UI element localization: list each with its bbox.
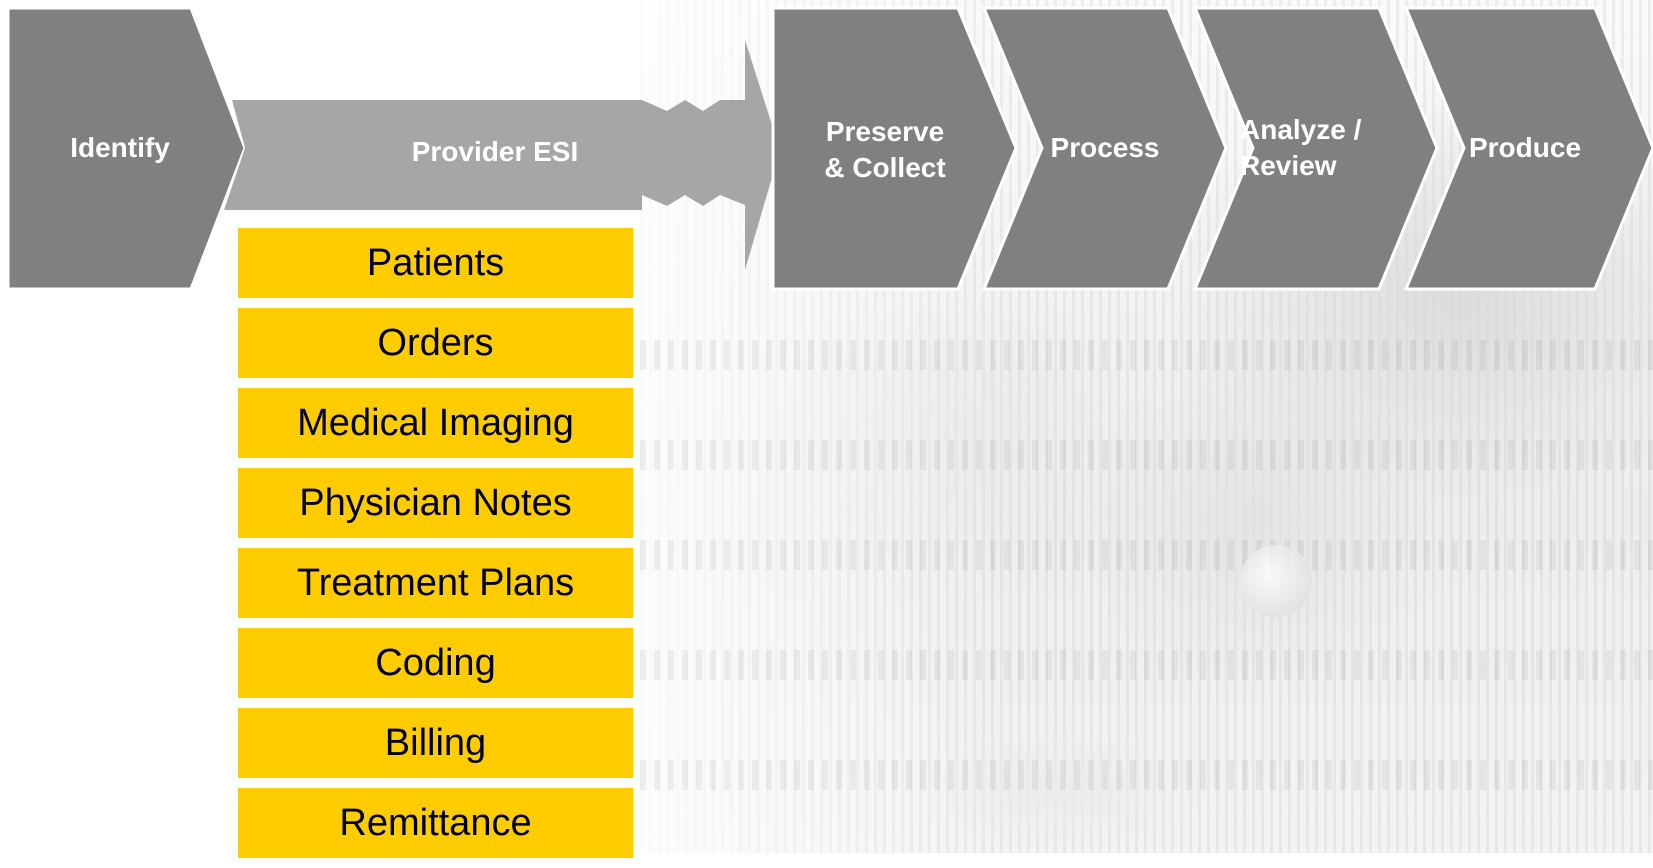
stage-analyze-line2: Review <box>1240 150 1337 181</box>
stage-preserve-line1: Preserve <box>825 116 945 147</box>
stage-produce-shape <box>1403 6 1653 291</box>
stage-analyze-line1: Analyze / <box>1240 114 1362 145</box>
stage-process-shape <box>981 6 1228 291</box>
stage-provider-esi-shape <box>224 40 780 270</box>
stage-preserve-collect-shape <box>771 6 1018 291</box>
stage-analyze-review-shape <box>1192 6 1439 291</box>
esi-item-patients: Patients <box>238 228 633 298</box>
esi-item-remittance: Remittance <box>238 788 633 858</box>
esi-item-orders: Orders <box>238 308 633 378</box>
esi-item-treatment-plans: Treatment Plans <box>238 548 633 618</box>
stage-provider-esi-label: Provider ESI <box>411 136 579 167</box>
esi-item-billing: Billing <box>238 708 633 778</box>
stage-preserve-line2: & Collect <box>824 152 946 183</box>
stage-identify-label: Identify <box>70 132 170 163</box>
stage-preserve-collect-label: Preserve & Collect <box>790 112 980 188</box>
provider-esi-list: Patients Orders Medical Imaging Physicia… <box>238 228 633 868</box>
stage-produce-label: Produce <box>1468 132 1582 163</box>
stage-process-label: Process <box>1050 132 1160 163</box>
stage-analyze-review-label: Analyze / Review <box>1240 112 1400 188</box>
esi-item-medical-imaging: Medical Imaging <box>238 388 633 458</box>
esi-item-physician-notes: Physician Notes <box>238 468 633 538</box>
stage-identify-shape <box>6 6 247 291</box>
esi-item-coding: Coding <box>238 628 633 698</box>
